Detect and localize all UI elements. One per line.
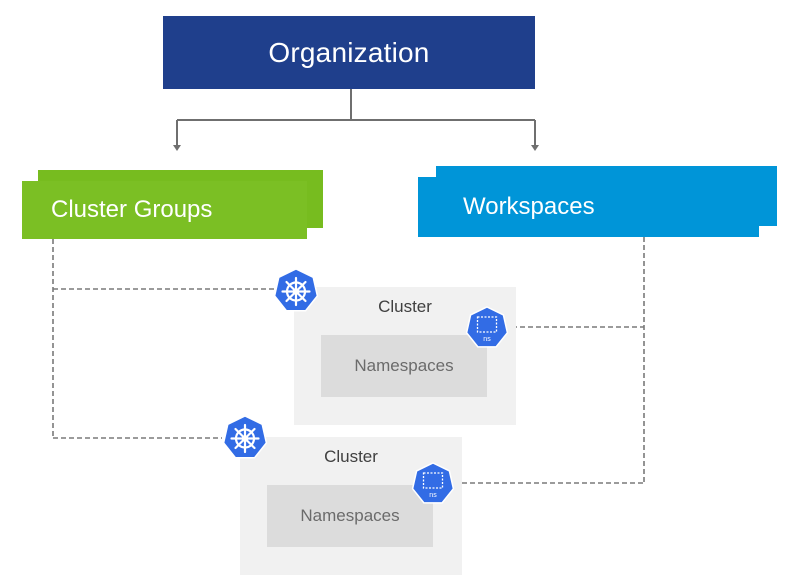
ns-badge-text: ns <box>429 492 437 499</box>
cluster-title: Cluster <box>324 447 378 466</box>
cluster-box-2: Cluster Namespaces <box>240 437 462 575</box>
namespaces-label: Namespaces <box>354 356 454 375</box>
cluster-box-1: Cluster Namespaces <box>294 287 516 425</box>
ns-badge-text: ns <box>483 336 491 343</box>
organization-box: Organization <box>163 16 535 89</box>
cluster-title: Cluster <box>378 297 432 316</box>
namespaces-box: Namespaces <box>321 335 487 397</box>
namespaces-label: Namespaces <box>300 506 400 525</box>
kubernetes-helm-icon <box>273 268 319 312</box>
workspaces-label: Workspaces <box>463 193 595 220</box>
kubernetes-namespace-icon: ns <box>411 462 455 504</box>
cluster-groups-label: Cluster Groups <box>51 196 213 223</box>
namespaces-box: Namespaces <box>267 485 433 547</box>
kubernetes-helm-icon <box>222 415 268 459</box>
cluster-groups-box: Cluster Groups <box>22 181 307 239</box>
kubernetes-namespace-icon: ns <box>465 306 509 348</box>
workspaces-box: Workspaces <box>418 177 759 237</box>
organization-label: Organization <box>268 36 430 68</box>
